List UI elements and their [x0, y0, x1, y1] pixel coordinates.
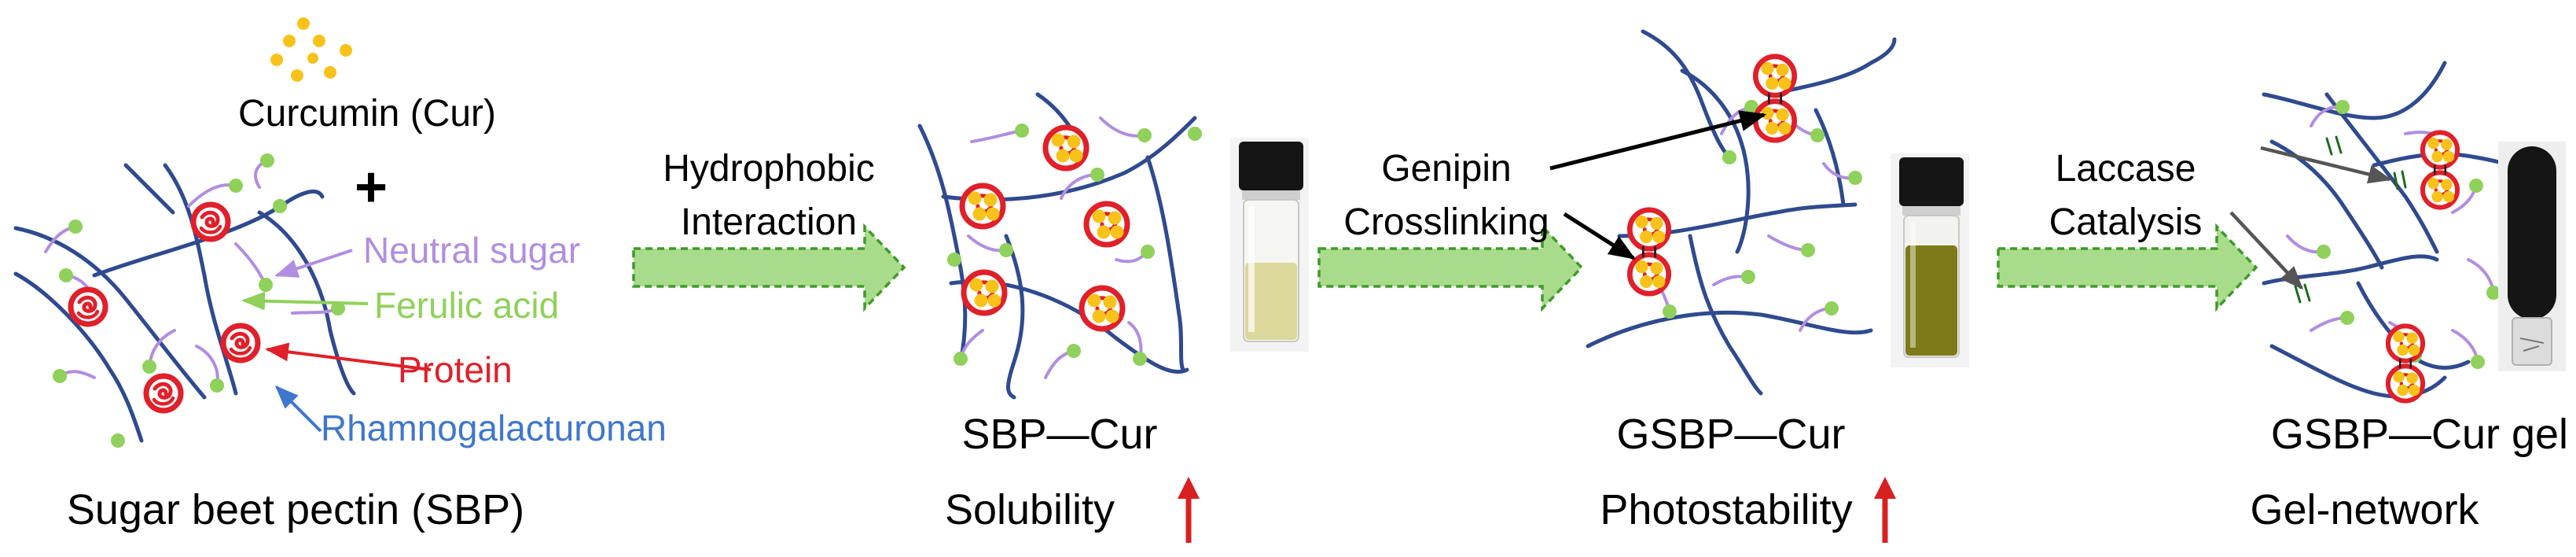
solubility-up-arrow [1178, 477, 1200, 543]
laccase-pointer-2 [2229, 211, 2304, 290]
step-arrow-2 [1317, 223, 1584, 312]
sbp-cur-network [917, 92, 1202, 400]
neutral-sugar-pointer [274, 249, 353, 278]
rhamnogalacturonan-pointer [274, 385, 322, 433]
gsbp-cur-title: GSBP—Cur [1616, 411, 1845, 458]
protein-pointer [265, 342, 432, 371]
sbp-title: Sugar beet pectin (SBP) [67, 486, 524, 533]
curcumin-label: Curcumin (Cur) [238, 93, 496, 135]
gel-network [2262, 61, 2518, 401]
vial-gsbp-cur [1891, 153, 1969, 367]
step2-label-line2: Crosslinking [1343, 201, 1549, 243]
step2-label-line1: Genipin [1381, 148, 1511, 190]
vial-sbp-cur [1230, 138, 1309, 352]
step1-label-line2: Interaction [681, 201, 857, 243]
gel-network-label: Gel-network [2250, 486, 2479, 533]
sbp-network [13, 153, 356, 448]
sbp-cur-title: SBP—Cur [961, 411, 1157, 458]
step-arrow-3 [1997, 223, 2258, 312]
genipin-pointer-1 [1549, 110, 1767, 171]
photostability-up-arrow [1874, 477, 1896, 543]
curcumin-dots [270, 17, 352, 82]
gsbp-cur-network [1586, 29, 1897, 396]
protein-label: Protein [398, 349, 513, 390]
rhamnogalacturonan-label: Rhamnogalacturonan [321, 408, 667, 448]
neutral-sugar-label: Neutral sugar [363, 230, 580, 271]
gsbp-cur-gel-title: GSBP—Cur gel [2271, 411, 2568, 458]
step3-label-line2: Catalysis [2049, 201, 2203, 243]
ferulic-acid-label: Ferulic acid [374, 285, 559, 326]
ferulic-acid-pointer [241, 291, 369, 311]
step-arrow-1 [632, 223, 906, 312]
step1-label-line1: Hydrophobic [663, 148, 874, 190]
laccase-pointer-1 [2260, 146, 2392, 184]
plus-sign: + [355, 156, 388, 219]
solubility-label: Solubility [945, 486, 1115, 533]
photostability-label: Photostability [1600, 486, 1852, 533]
step3-label-line1: Laccase [2056, 148, 2196, 190]
vial-gsbp-cur-gel [2498, 142, 2566, 371]
genipin-pointer-2 [1563, 212, 1636, 260]
